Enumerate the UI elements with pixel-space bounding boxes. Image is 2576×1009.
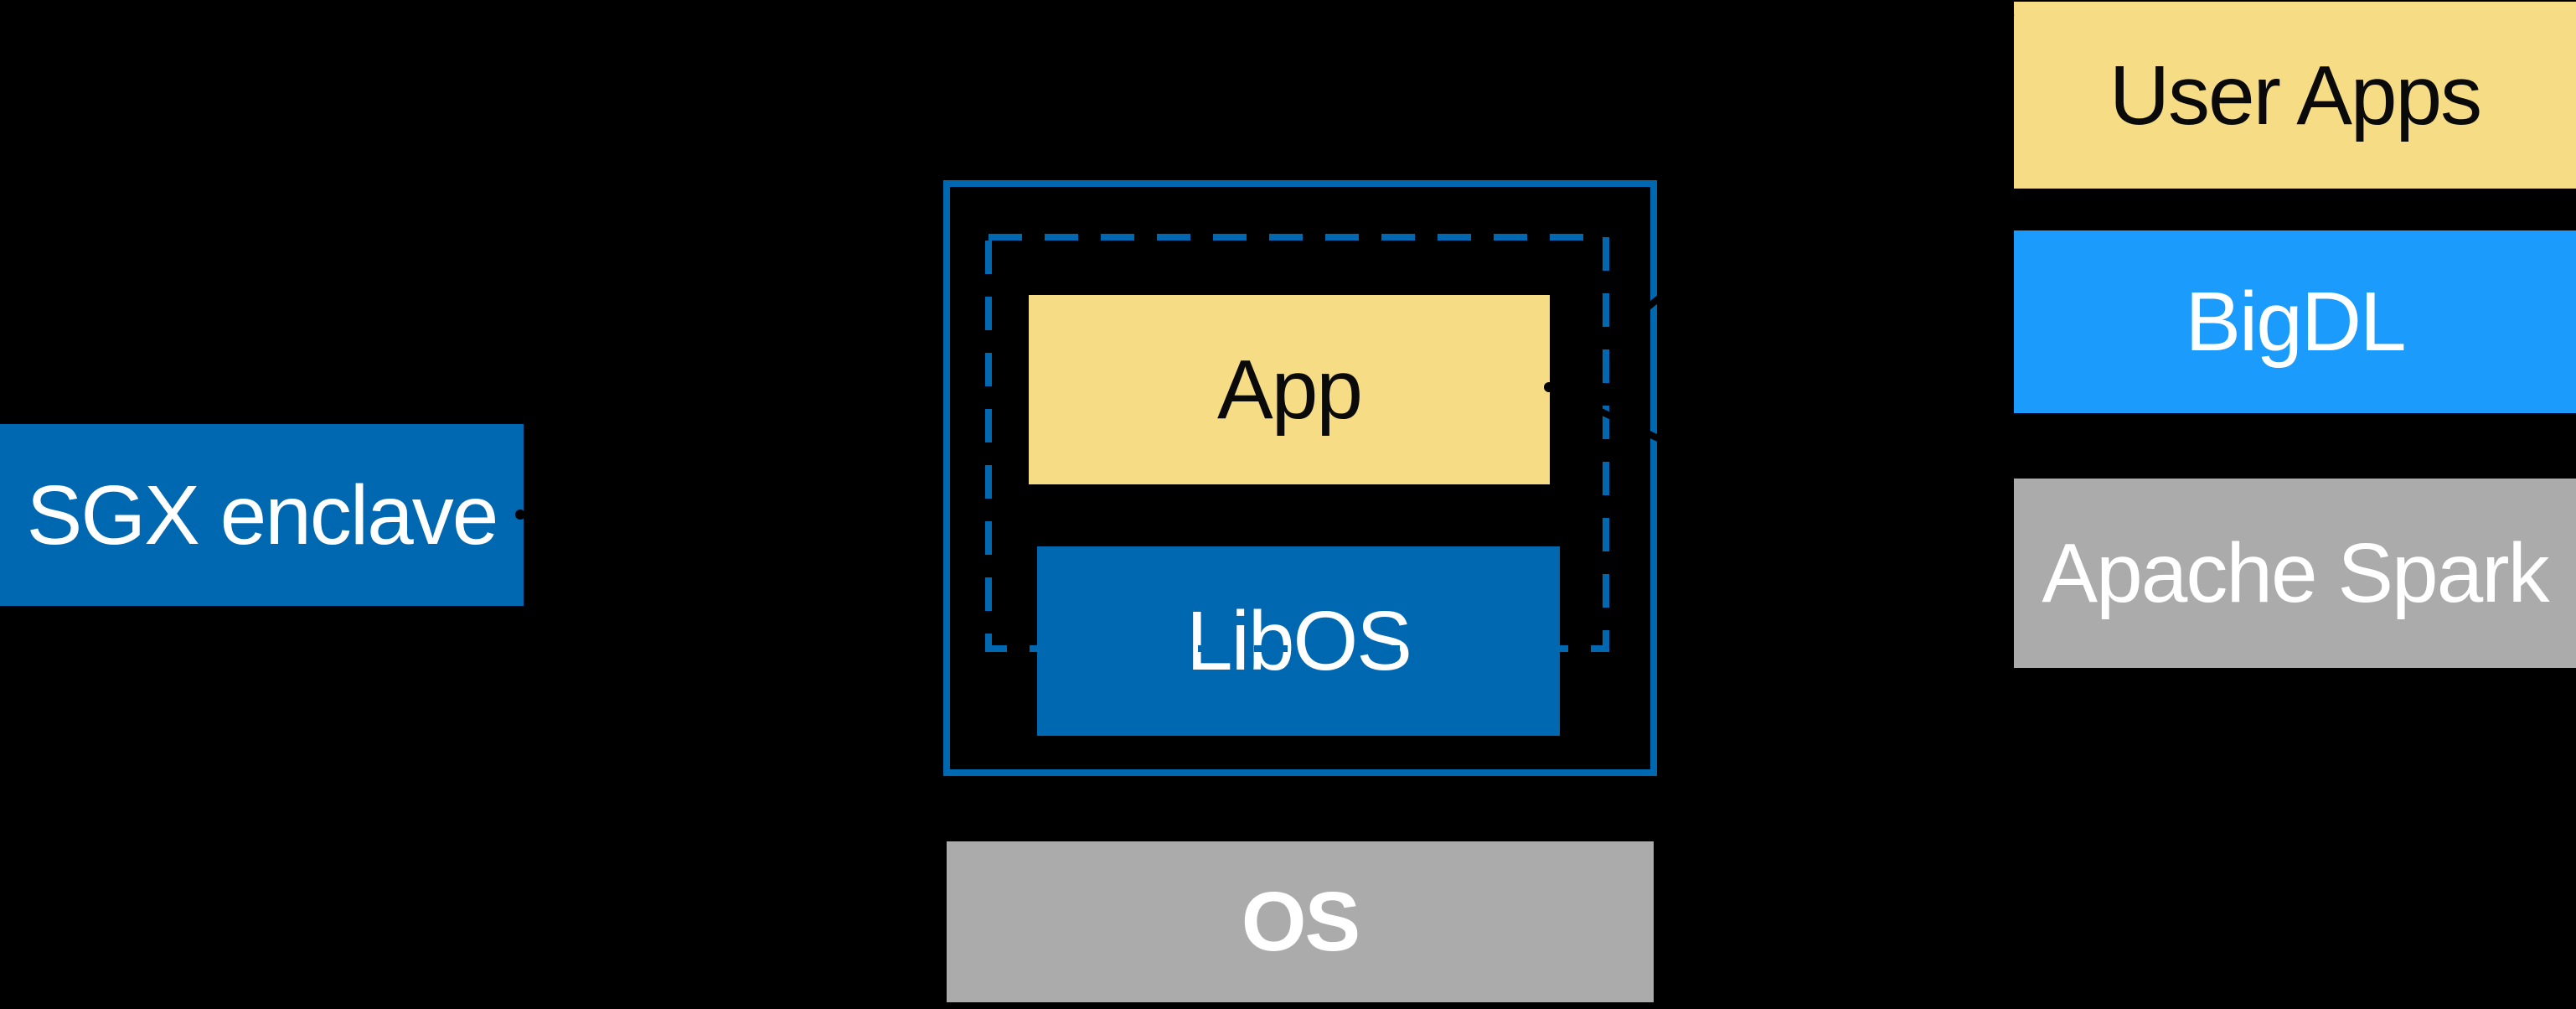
app-expansion-line-top [1546, 9, 2015, 391]
libos-box: LibOS [1037, 546, 1560, 736]
user-apps-box: User Apps [2014, 2, 2576, 189]
app-label: App [1217, 343, 1363, 437]
user-apps-label: User Apps [2109, 48, 2482, 142]
sgx-enclave-label: SGX enclave [26, 468, 499, 562]
apache-spark-box: Apache Spark [2014, 479, 2576, 668]
os-label: OS [1241, 875, 1360, 969]
bigdl-box: BigDL [2014, 230, 2576, 413]
bigdl-label: BigDL [2185, 275, 2406, 369]
sgx-enclave-label-box: SGX enclave [0, 424, 524, 606]
os-box: OS [947, 841, 1654, 1002]
libos-label: LibOS [1186, 594, 1412, 688]
apache-spark-label: Apache Spark [2042, 526, 2549, 620]
app-expansion-line-bottom [1547, 384, 2014, 608]
app-box: App [1029, 295, 1550, 484]
